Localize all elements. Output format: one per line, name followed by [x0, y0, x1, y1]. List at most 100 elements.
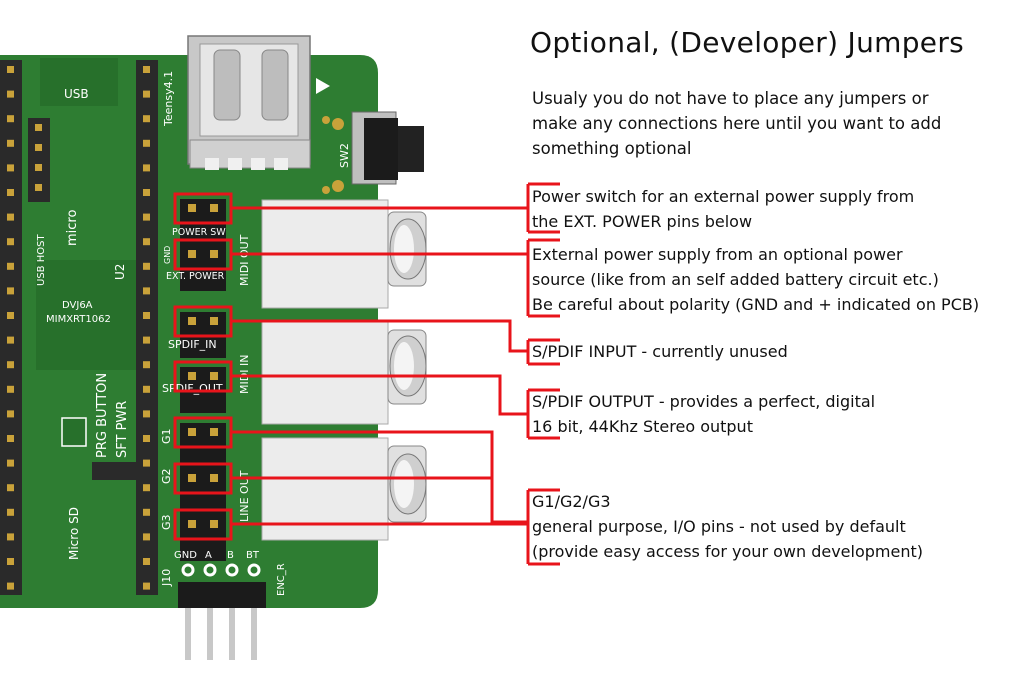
note-spdif-out: S/PDIF OUTPUT - provides a perfect, digi…: [532, 389, 875, 439]
header-pin: [7, 139, 14, 147]
jumper-pin: [210, 250, 218, 258]
usb-connector: [187, 35, 330, 170]
intro-text: Usualy you do not have to place any jump…: [532, 86, 941, 161]
header-pin: [143, 262, 150, 270]
sw2-switch: [322, 111, 424, 194]
header-pin: [143, 385, 150, 393]
g2-label: G2: [160, 468, 173, 484]
note-line: (provide easy access for your own develo…: [532, 542, 923, 561]
left-header: [0, 60, 158, 595]
j10-header: [178, 563, 266, 660]
note-line: Be careful about polarity (GND and + ind…: [532, 295, 980, 314]
note-power-sw: Power switch for an external power suppl…: [532, 184, 914, 234]
header-pin: [7, 213, 14, 221]
intro-line: something optional: [532, 139, 692, 158]
header-pin: [7, 508, 14, 516]
header-pin: [143, 164, 150, 172]
note-line: 16 bit, 44Khz Stereo output: [532, 417, 753, 436]
header-pin: [7, 459, 14, 467]
intro-line: make any connections here until you want…: [532, 114, 942, 133]
header-pin: [143, 508, 150, 516]
header-pin: [143, 484, 150, 492]
header-pin: [143, 312, 150, 319]
header-pin: [143, 361, 150, 369]
header-pin: [35, 124, 42, 131]
header-pin: [143, 459, 150, 467]
usb-label: USB: [64, 87, 89, 101]
header-pin: [7, 484, 14, 492]
jumper-pin: [210, 372, 218, 380]
header-pin: [7, 435, 14, 442]
header-pin: [7, 238, 14, 246]
header-pin: [7, 164, 14, 172]
header-pin: [143, 582, 150, 590]
pin-gnd-label: GND: [174, 550, 197, 561]
jumper-pin: [188, 520, 196, 528]
diagram-title: Optional, (Developer) Jumpers: [530, 26, 965, 59]
note-line: Power switch for an external power suppl…: [532, 187, 915, 206]
header-pin: [143, 336, 150, 344]
g3-label: G3: [160, 514, 173, 530]
line-out-label: LINE OUT: [238, 470, 251, 522]
header-pin: [7, 189, 14, 196]
header-pin: [35, 184, 42, 191]
header-pin: [143, 115, 150, 123]
note-line: S/PDIF OUTPUT - provides a perfect, digi…: [532, 392, 876, 411]
midi-in-label: MIDI IN: [238, 355, 251, 394]
sw2-label: SW2: [338, 143, 351, 168]
pin-a-label: A: [205, 550, 212, 561]
header-pin: [143, 66, 150, 73]
header-pin: [7, 410, 14, 418]
header-pin: [7, 385, 14, 393]
chip-line1: DVJ6A: [62, 300, 93, 311]
prg-button: [61, 417, 87, 447]
header-pin: [35, 164, 42, 171]
teensy-label: Teensy4.1: [162, 71, 175, 127]
header-pin: [7, 115, 14, 123]
jumper-pin: [210, 204, 218, 212]
callouts: [173, 182, 560, 566]
jumper-pin: [188, 372, 196, 380]
header-pin: [7, 66, 14, 73]
chip-area: [36, 260, 136, 370]
gnd-label: GND: [163, 246, 172, 264]
header-pin: [7, 558, 14, 565]
pin-b-label: B: [227, 550, 234, 561]
header-pin: [7, 533, 14, 541]
header-pin: [143, 410, 150, 418]
note-line: source (like from an self added battery …: [532, 270, 939, 289]
header-pin: [143, 533, 150, 541]
enc-r-label: ENC_R: [276, 563, 287, 596]
note-line: S/PDIF INPUT - currently unused: [532, 342, 788, 361]
g1-label: G1: [160, 428, 173, 444]
jumper-pin: [188, 250, 196, 258]
header-pin: [143, 287, 150, 295]
jumper-pin: [210, 317, 218, 325]
sft-pwr-header: [92, 462, 136, 480]
callout-line-spdif-out: [231, 374, 528, 416]
jumper-pin: [188, 204, 196, 212]
callout-line-spdif-in: [231, 319, 528, 353]
midi-in-jack: [261, 319, 427, 425]
u2-label: U2: [113, 264, 127, 280]
header-pin: [7, 287, 14, 295]
chip-line2: MIMXRT1062: [46, 314, 111, 325]
header-pin: [143, 435, 150, 442]
jumper-pin: [210, 474, 218, 482]
note-spdif-in: S/PDIF INPUT - currently unused: [532, 339, 788, 364]
note-line: G1/G2/G3: [532, 492, 611, 511]
j10-label: J10: [160, 569, 173, 587]
pin-bt-label: BT: [246, 550, 260, 561]
header-pin: [143, 238, 150, 246]
jumper-pin: [188, 317, 196, 325]
header-pin: [143, 558, 150, 565]
header-pin: [7, 262, 14, 270]
note-line: general purpose, I/O pins - not used by …: [532, 517, 906, 536]
spdif-out-label: SPDIF_OUT: [162, 382, 223, 395]
header-pin: [143, 213, 150, 221]
note-ext-power: External power supply from an optional p…: [532, 242, 979, 317]
usb-area: [40, 58, 118, 106]
note-gpio: G1/G2/G3 general purpose, I/O pins - not…: [532, 489, 923, 564]
